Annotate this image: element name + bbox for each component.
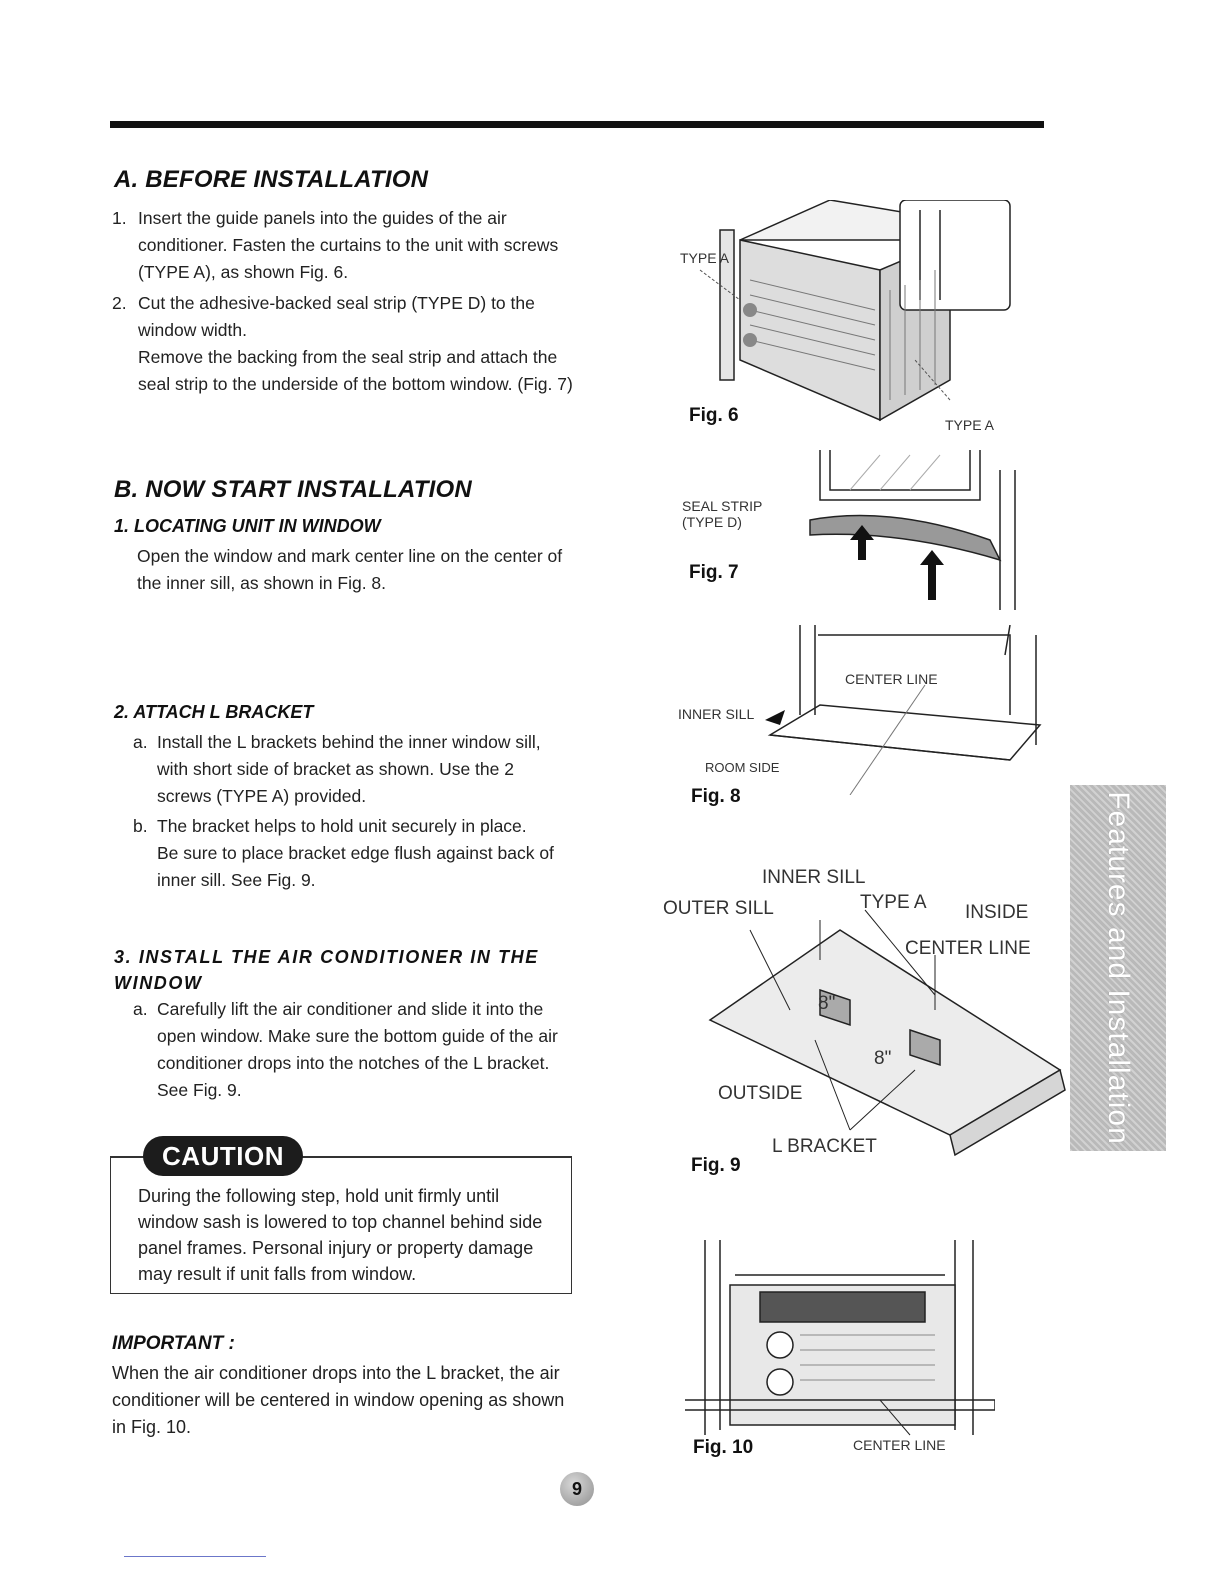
subsection-1-title: 1. LOCATING UNIT IN WINDOW xyxy=(114,516,381,536)
fig-9-type-a-label: TYPE A xyxy=(860,892,927,913)
step-1-number: 1. xyxy=(112,208,127,228)
subsection-3-a-label: a. xyxy=(133,999,148,1019)
subsection-2-b-text: The bracket helps to hold unit securely … xyxy=(157,816,527,836)
header-rule xyxy=(110,121,1044,128)
important-title: IMPORTANT : xyxy=(112,1333,235,1354)
subsection-2-a-label: a. xyxy=(133,732,148,752)
fig-6-type-a-label-2: TYPE A xyxy=(945,417,995,433)
subsection-2-a-text: Install the L brackets behind the inner … xyxy=(157,732,541,806)
fig-8-center-line-label: CENTER LINE xyxy=(845,671,938,687)
page-number: 9 xyxy=(560,1472,594,1506)
caution-top-border xyxy=(110,1156,572,1158)
subsection-2-b-text-2: Be sure to place bracket edge flush agai… xyxy=(157,843,554,890)
subsection-1-text: Open the window and mark center line on … xyxy=(137,546,563,593)
fig-8-room-side-label: ROOM SIDE xyxy=(705,760,780,775)
fig-8-illustration xyxy=(765,625,1042,795)
subsection-2-title: 2. ATTACH L BRACKET xyxy=(114,702,314,722)
fig-6-illustration xyxy=(699,200,1011,422)
fig-7-illustration xyxy=(809,450,1016,610)
fig-7-type-d-label: (TYPE D) xyxy=(682,514,742,530)
fig-7-seal-strip-label: SEAL STRIP xyxy=(682,498,763,514)
step-2-number: 2. xyxy=(112,293,127,313)
caution-badge: CAUTION xyxy=(143,1136,303,1176)
fig-10-center-line-label: CENTER LINE xyxy=(853,1437,946,1453)
step-2-text-2: Remove the backing from the seal strip a… xyxy=(138,347,573,394)
fig-10-label: Fig. 10 xyxy=(693,1437,754,1458)
fig-9-center-line-label: CENTER LINE xyxy=(905,938,1031,959)
step-1-text: Insert the guide panels into the guides … xyxy=(138,208,559,282)
fig-6-type-a-label-1: TYPE A xyxy=(680,250,730,266)
fig-9-illustration xyxy=(708,909,1066,1157)
caution-box xyxy=(110,1156,572,1294)
fig-9-outside-label: OUTSIDE xyxy=(718,1083,803,1104)
section-b-title: B. NOW START INSTALLATION xyxy=(114,476,472,503)
fig-9-label: Fig. 9 xyxy=(691,1155,741,1176)
fig-9-l-bracket-label: L BRACKET xyxy=(772,1136,877,1157)
fig-9-inner-sill-label: INNER SILL xyxy=(762,867,866,888)
fig-10-illustration xyxy=(685,1240,995,1436)
step-2-text: Cut the adhesive-backed seal strip (TYPE… xyxy=(138,293,535,340)
fig-9-inside-label: INSIDE xyxy=(965,902,1029,923)
fig-9-dimension-2: 8" xyxy=(874,1048,892,1069)
section-a-title: A. BEFORE INSTALLATION xyxy=(114,166,429,193)
side-tab xyxy=(1070,785,1166,1151)
fig-8-inner-sill-label: INNER SILL xyxy=(678,706,755,722)
fig-9-dimension-1: 8" xyxy=(818,993,836,1014)
subsection-3-a-text: Carefully lift the air conditioner and s… xyxy=(157,999,558,1100)
fig-7-label: Fig. 7 xyxy=(689,562,739,583)
caution-text: During the following step, hold unit fir… xyxy=(138,1186,543,1284)
side-tab-label: Features and Installation xyxy=(1102,791,1135,1145)
subsection-2-b-label: b. xyxy=(133,816,148,836)
footer-line xyxy=(124,1556,266,1557)
fig-9-outer-sill-label: OUTER SILL xyxy=(663,898,774,919)
fig-6-label: Fig. 6 xyxy=(689,405,739,426)
subsection-3-title: 3. INSTALL THE AIR CONDITIONER IN THE WI… xyxy=(114,947,539,993)
fig-8-label: Fig. 8 xyxy=(691,786,741,807)
important-text: When the air conditioner drops into the … xyxy=(112,1363,565,1437)
